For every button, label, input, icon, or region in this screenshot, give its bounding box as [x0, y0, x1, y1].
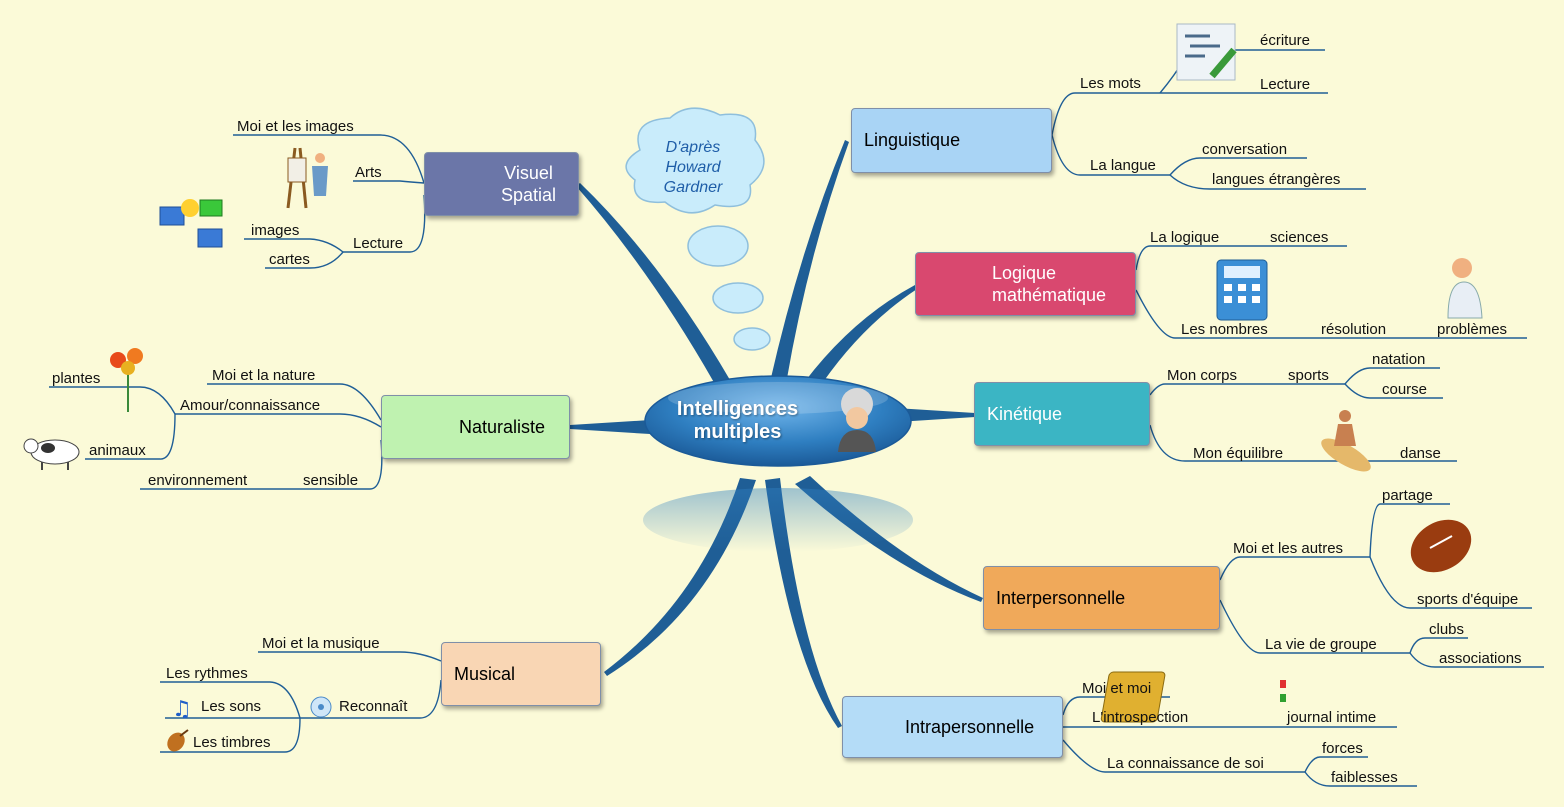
label-mon-equilibre: Mon équilibre [1193, 445, 1284, 462]
label-environnement: environnement [148, 472, 248, 489]
label-sports-equipe: sports d'équipe [1417, 591, 1519, 608]
node-kinetique[interactable]: Kinétique [974, 382, 1150, 446]
label-connaissance-de-soi: La connaissance de soi [1107, 755, 1264, 772]
svg-text:♫: ♫ [172, 697, 192, 722]
thought-cloud [625, 107, 771, 351]
center-title: Intelligences multiples [676, 398, 799, 443]
node-intrapersonnelle[interactable]: Intrapersonnelle [842, 696, 1063, 758]
einstein-icon [838, 388, 876, 452]
label-la-logique: La logique [1150, 229, 1220, 246]
idea-boxes-icon [159, 199, 223, 248]
painter-icon [286, 147, 328, 209]
label-natation: natation [1372, 351, 1426, 368]
flower-icon [110, 348, 143, 412]
label-plantes: plantes [52, 370, 101, 387]
label-moi-et-la-musique: Moi et la musique [262, 635, 380, 652]
node-interpersonnelle[interactable]: Interpersonnelle [983, 566, 1220, 630]
label-moi-et-moi: Moi et moi [1082, 680, 1152, 697]
label-les-nombres: Les nombres [1181, 321, 1268, 338]
label-les-timbres: Les timbres [193, 734, 271, 751]
label-les-sons: Les sons [201, 698, 262, 715]
music-cd-icon [310, 696, 332, 718]
label-clubs: clubs [1429, 621, 1465, 638]
music-note-icon: ♫ [172, 697, 192, 722]
label-les-mots: Les mots [1080, 75, 1141, 92]
surfer-icon [1321, 410, 1371, 472]
label-lecture-visuel: Lecture [353, 235, 404, 252]
label-forces: forces [1322, 740, 1363, 757]
label-les-rythmes: Les rythmes [166, 665, 248, 682]
cloud-note: D'après Howard Gardner [663, 139, 723, 196]
label-introspection: L'introspection [1092, 709, 1189, 726]
notepad-pencil-icon [1176, 23, 1237, 81]
branch-lines [49, 49, 1544, 787]
label-reconnait: Reconnaît [339, 698, 408, 715]
football-icon [1410, 519, 1472, 573]
label-course: course [1382, 381, 1428, 398]
label-moi-et-les-images: Moi et les images [237, 118, 354, 135]
label-sciences: sciences [1270, 229, 1329, 246]
center-reflection [643, 488, 913, 552]
label-conversation: conversation [1202, 141, 1288, 158]
label-langues-etrangeres: langues étrangères [1212, 171, 1341, 188]
label-danse: danse [1400, 445, 1441, 462]
label-problemes: problèmes [1437, 321, 1508, 338]
label-ecriture: écriture [1260, 32, 1311, 49]
node-naturaliste[interactable]: Naturaliste [381, 395, 570, 459]
cow-icon [23, 438, 80, 470]
label-sensible: sensible [303, 472, 359, 489]
thinking-man-icon [1447, 258, 1483, 319]
calculator-icon [1216, 259, 1268, 321]
violin-icon [167, 729, 189, 752]
journal-icon [1100, 671, 1286, 723]
label-amour-connaissance: Amour/connaissance [180, 397, 321, 414]
label-animaux: animaux [89, 442, 146, 459]
node-musical[interactable]: Musical [441, 642, 601, 706]
label-sports: sports [1288, 367, 1329, 384]
label-images: images [251, 222, 300, 239]
label-journal-intime: journal intime [1287, 709, 1377, 726]
label-partage: partage [1382, 487, 1433, 504]
node-linguistique[interactable]: Linguistique [851, 108, 1052, 173]
label-associations: associations [1439, 650, 1522, 667]
label-la-vie-de-groupe: La vie de groupe [1265, 636, 1377, 653]
label-lecture-mots: Lecture [1260, 76, 1311, 93]
label-moi-et-la-nature: Moi et la nature [212, 367, 316, 384]
label-moi-et-les-autres: Moi et les autres [1233, 540, 1344, 557]
node-visuel-spatial[interactable]: Visuel Spatial [424, 152, 579, 216]
label-mon-corps: Mon corps [1167, 367, 1238, 384]
node-logique-mathematique[interactable]: Logique mathématique [915, 252, 1136, 316]
label-resolution: résolution [1321, 321, 1387, 338]
center-highlight [668, 382, 888, 414]
label-faiblesses: faiblesses [1331, 769, 1398, 786]
label-cartes: cartes [269, 251, 310, 268]
label-la-langue: La langue [1090, 157, 1156, 174]
label-arts: Arts [355, 164, 382, 181]
